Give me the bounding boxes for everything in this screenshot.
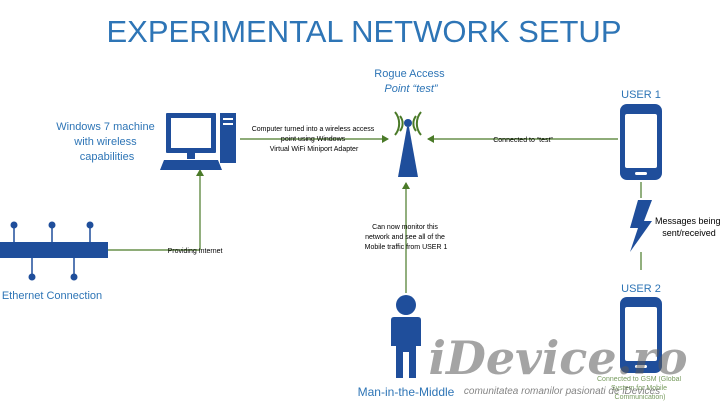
ethernet-label: Ethernet Connection: [2, 290, 102, 302]
watermark: iDevice.ro comunitatea romanilor pasiona…: [428, 331, 687, 397]
label-mitm-line-3: Mobile traffic from USER 1: [365, 244, 448, 251]
user1-node: USER 1: [620, 89, 662, 180]
smartphone-icon: [620, 104, 662, 180]
lightning-bolt-icon: [630, 200, 652, 252]
user1-label: USER 1: [621, 89, 661, 101]
desktop-computer-icon: [160, 113, 236, 170]
windows-machine-label: Windows 7 machine with wireless capabili…: [56, 121, 158, 163]
label-ethernet-to-pc: Providing Internet: [168, 248, 223, 255]
label-pc-to-ap-line-2: point using Windows: [281, 136, 346, 143]
label-ethernet-to-pc-line-1: Providing Internet: [168, 248, 223, 255]
smartphone-icon: [620, 297, 662, 373]
mitm-label: Man-in-the-Middle: [358, 385, 455, 399]
windows-machine-label-line-2: with wireless: [73, 136, 137, 148]
page-title: EXPERIMENTAL NETWORK SETUP: [106, 14, 621, 49]
connector-lines: [108, 135, 642, 293]
label-user1-to-ap-line-1: Connected to “test”: [493, 137, 553, 144]
label-pc-to-ap: Computer turned into a wireless access p…: [252, 126, 377, 153]
access-point-node: Rogue Access Point “test”: [374, 68, 447, 177]
windows-machine-label-line-1: Windows 7 machine: [56, 121, 154, 133]
label-pc-to-ap-line-1: Computer turned into a wireless access: [252, 126, 375, 133]
person-icon: [391, 295, 421, 378]
access-point-label: Rogue Access Point “test”: [374, 68, 447, 95]
windows-machine-label-line-3: capabilities: [80, 151, 135, 163]
label-user1-to-ap: Connected to “test”: [493, 137, 553, 144]
user2-node: USER 2: [620, 283, 662, 373]
access-point-label-line-2: Point “test”: [384, 83, 439, 95]
access-point-label-line-1: Rogue Access: [374, 68, 445, 80]
gsm-label: Connected to GSM (Global System for Mobi…: [597, 376, 683, 401]
label-pc-to-ap-line-3: Virtual WiFi Miniport Adapter: [270, 146, 359, 153]
watermark-tagline: comunitatea romanilor pasionati de iDevi…: [464, 386, 660, 397]
ethernet-node: Ethernet Connection: [0, 221, 108, 302]
messages-label-line-1: Messages being: [655, 216, 721, 226]
watermark-brand: iDevice.ro: [428, 331, 687, 385]
label-mitm-line-1: Can now monitor this: [372, 224, 438, 231]
ethernet-bus-icon: [0, 221, 108, 281]
messages-label: Messages being sent/received: [655, 216, 723, 238]
user2-label: USER 2: [621, 283, 661, 295]
gsm-label-line-3: Communication): [615, 394, 666, 401]
mitm-node: Man-in-the-Middle: [358, 295, 455, 399]
wireless-antenna-icon: [394, 111, 422, 177]
gsm-label-line-1: Connected to GSM (Global: [597, 376, 681, 383]
windows-machine-node: Windows 7 machine with wireless capabili…: [56, 113, 236, 170]
gsm-label-line-2: System for Mobile: [611, 385, 667, 392]
messages-label-line-2: sent/received: [662, 228, 716, 238]
connector-labels: Computer turned into a wireless access p…: [168, 126, 554, 255]
label-mitm-line-2: network and see all of the: [365, 234, 445, 241]
label-mitm-to-ap: Can now monitor this network and see all…: [365, 224, 448, 251]
